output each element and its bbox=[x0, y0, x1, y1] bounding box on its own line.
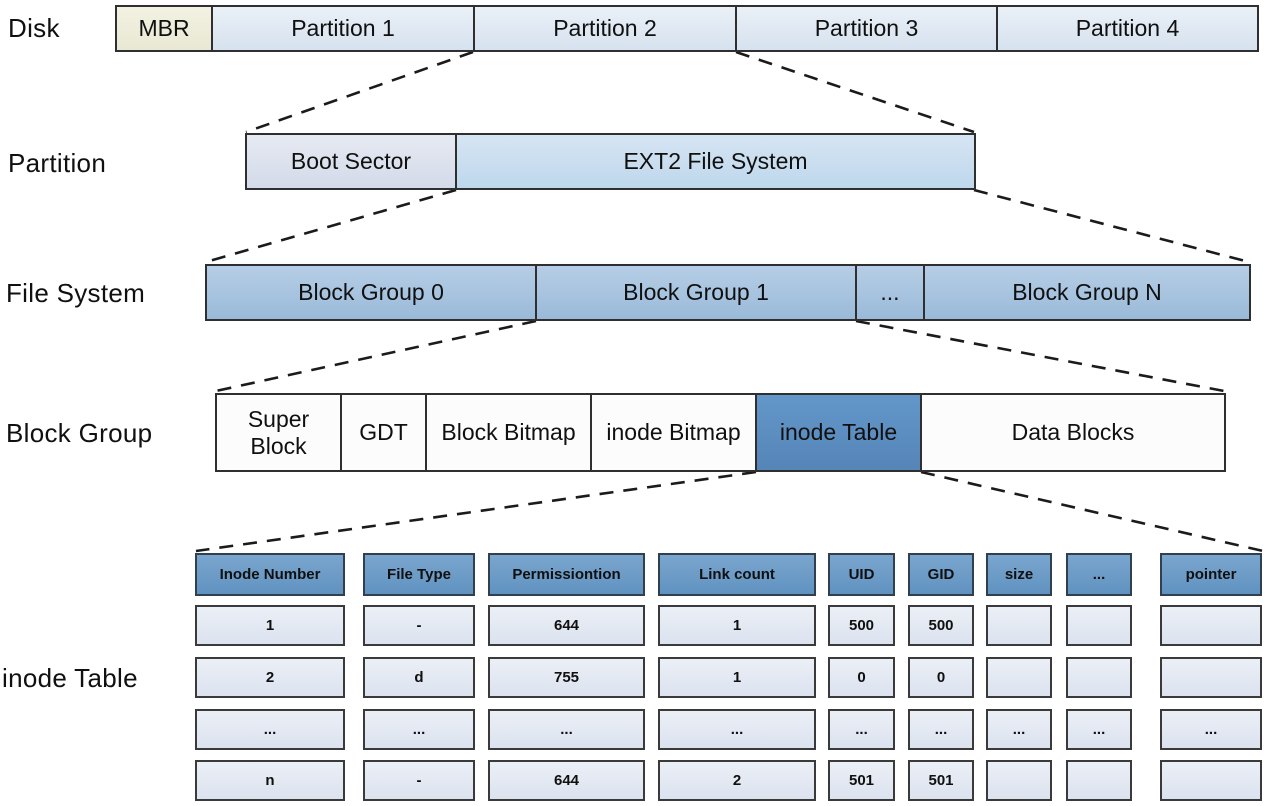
inode-table-header-file-type: File Type bbox=[363, 553, 475, 596]
inode-cell: 1 bbox=[195, 605, 345, 646]
inode-cell: 0 bbox=[908, 657, 974, 698]
inode-cell bbox=[986, 657, 1052, 698]
inode-table-header-permission: Permissiontion bbox=[488, 553, 645, 596]
mbr-box: MBR bbox=[115, 5, 213, 52]
inode-cell: 500 bbox=[828, 605, 895, 646]
inode-cell: 500 bbox=[908, 605, 974, 646]
connector-blockgroup-left bbox=[195, 470, 757, 553]
inode-cell: 2 bbox=[195, 657, 345, 698]
inode-table-header-pointer: pointer bbox=[1160, 553, 1262, 596]
inode-cell: 501 bbox=[908, 760, 974, 801]
block-group-1-box: Block Group 1 bbox=[535, 264, 857, 321]
partition-2-box: Partition 2 bbox=[473, 5, 737, 52]
inode-table-header-link-count: Link count bbox=[658, 553, 816, 596]
inode-cell: 0 bbox=[828, 657, 895, 698]
disk-row-label: Disk bbox=[8, 13, 60, 43]
inode-cell bbox=[986, 605, 1052, 646]
inode-table-header-uid: UID bbox=[828, 553, 895, 596]
blockgroup-row-label: Block Group bbox=[6, 418, 153, 448]
inode-cell: 2 bbox=[658, 760, 816, 801]
inode-cell: ... bbox=[828, 709, 895, 750]
connector-partition-left bbox=[205, 188, 457, 264]
block-bitmap-box: Block Bitmap bbox=[425, 393, 592, 472]
inode-cell bbox=[1066, 605, 1132, 646]
inode-cell bbox=[1160, 605, 1262, 646]
inode-cell: ... bbox=[1160, 709, 1262, 750]
data-blocks-box: Data Blocks bbox=[920, 393, 1226, 472]
inode-bitmap-box: inode Bitmap bbox=[590, 393, 757, 472]
connector-partition-right bbox=[973, 188, 1250, 264]
partition-3-box: Partition 3 bbox=[735, 5, 998, 52]
block-group-dots-box: ... bbox=[855, 264, 925, 321]
inode-cell bbox=[1066, 760, 1132, 801]
block-group-0-box: Block Group 0 bbox=[205, 264, 537, 321]
inode-cell: ... bbox=[986, 709, 1052, 750]
inode-cell: 1 bbox=[658, 657, 816, 698]
block-group-n-box: Block Group N bbox=[923, 264, 1251, 321]
connector-blockgroup-right bbox=[920, 470, 1264, 553]
inode-cell bbox=[986, 760, 1052, 801]
inodetable-row-label: inode Table bbox=[2, 663, 138, 693]
boot-sector-box: Boot Sector bbox=[245, 133, 457, 190]
inode-cell: - bbox=[363, 605, 475, 646]
inode-cell bbox=[1160, 657, 1262, 698]
inode-cell: d bbox=[363, 657, 475, 698]
inode-cell bbox=[1066, 657, 1132, 698]
inode-cell: ... bbox=[195, 709, 345, 750]
inode-table-header-size: size bbox=[986, 553, 1052, 596]
inode-cell: 644 bbox=[488, 760, 645, 801]
inode-table-header-inode-number: Inode Number bbox=[195, 553, 345, 596]
super-block-box: Super Block bbox=[215, 393, 342, 472]
inode-cell: 644 bbox=[488, 605, 645, 646]
inode-cell bbox=[1160, 760, 1262, 801]
connector-filesystem-right bbox=[855, 319, 1225, 393]
inode-cell: ... bbox=[908, 709, 974, 750]
inode-cell: ... bbox=[658, 709, 816, 750]
inode-table-header-dots: ... bbox=[1066, 553, 1132, 596]
inode-cell: - bbox=[363, 760, 475, 801]
inode-cell: 755 bbox=[488, 657, 645, 698]
inode-cell: ... bbox=[363, 709, 475, 750]
partition-4-box: Partition 4 bbox=[996, 5, 1259, 52]
inode-cell: ... bbox=[488, 709, 645, 750]
ext2-filesystem-box: EXT2 File System bbox=[455, 133, 976, 190]
inode-cell: ... bbox=[1066, 709, 1132, 750]
inode-cell: 1 bbox=[658, 605, 816, 646]
connector-disk-right bbox=[735, 50, 975, 134]
inode-table-box: inode Table bbox=[755, 393, 922, 472]
gdt-box: GDT bbox=[340, 393, 427, 472]
partition-row-label: Partition bbox=[8, 148, 107, 178]
inode-table-header-gid: GID bbox=[908, 553, 974, 596]
connector-filesystem-left bbox=[215, 319, 537, 393]
connector-disk-left bbox=[245, 50, 474, 134]
filesystem-row-label: File System bbox=[6, 278, 146, 308]
inode-cell: n bbox=[195, 760, 345, 801]
partition-1-box: Partition 1 bbox=[211, 5, 475, 52]
inode-cell: 501 bbox=[828, 760, 895, 801]
